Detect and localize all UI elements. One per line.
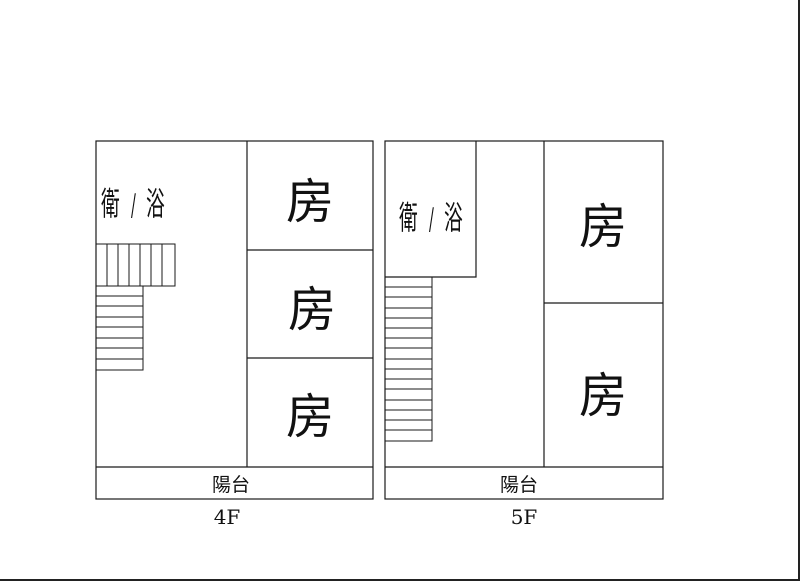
floor-plan-4f: 衛 / 浴 房 房 房 陽台 4F (95, 140, 374, 529)
balcony-label-4f: 陽台 (212, 474, 250, 496)
room-label-5f-1: 房 (579, 199, 627, 255)
room-label-4f-1: 房 (286, 174, 334, 230)
bathroom-label-5f: 衛 / 浴 (399, 200, 463, 238)
room-label-4f-3: 房 (286, 389, 334, 445)
bath-char-5f-2: 浴 (444, 200, 463, 238)
stairs-upper-4f (95, 243, 176, 287)
bath-char-4f-0: 衛 (101, 186, 120, 224)
bath-char-5f-1: / (429, 201, 434, 237)
page-right-border (798, 0, 800, 581)
page-bottom-border (0, 579, 800, 581)
floor-label-4f: 4F (214, 505, 241, 529)
stairs-5f (384, 276, 433, 442)
bath-char-4f-1: / (131, 187, 136, 223)
room-label-4f-2: 房 (288, 282, 336, 338)
floor-plan-5f: 衛 / 浴 房 房 陽台 5F (384, 140, 664, 529)
room-label-5f-2: 房 (579, 368, 627, 424)
bath-char-4f-2: 浴 (146, 186, 165, 224)
stairs-lower-4f (95, 285, 144, 371)
bathroom-label-4f: 衛 / 浴 (101, 186, 165, 224)
outer-wall-5f (384, 140, 664, 500)
bath-char-5f-0: 衛 (399, 200, 418, 238)
balcony-label-5f: 陽台 (500, 474, 538, 496)
floor-label-5f: 5F (511, 505, 538, 529)
